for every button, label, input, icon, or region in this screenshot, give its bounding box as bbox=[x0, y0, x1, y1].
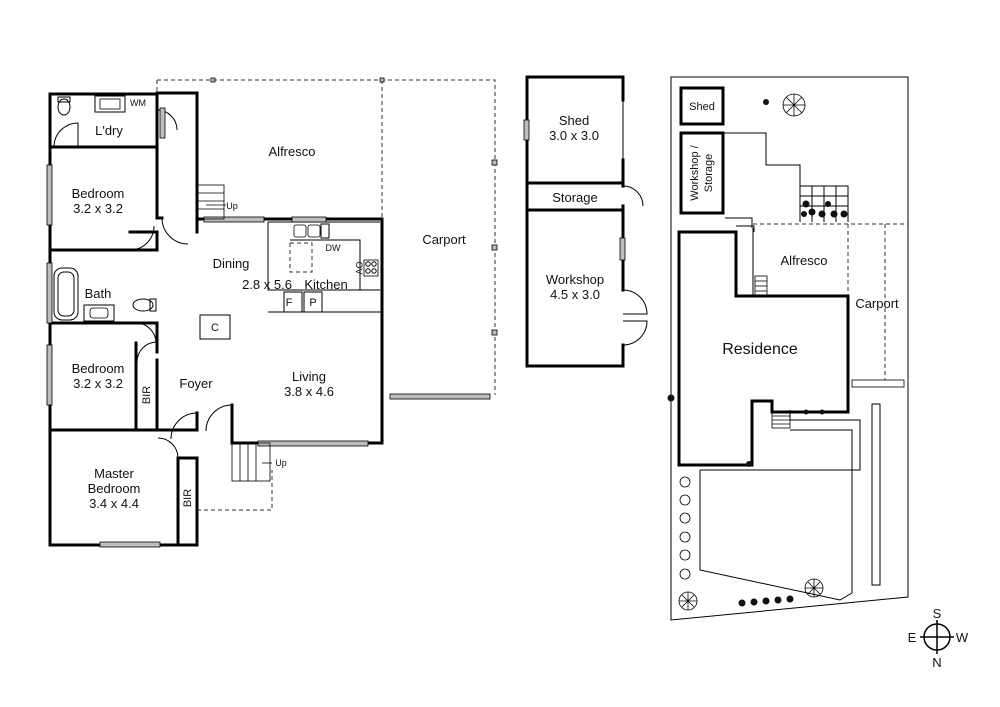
washing-machine-label: WM bbox=[130, 98, 146, 108]
compass-west: W bbox=[956, 630, 969, 645]
foyer-label: Foyer bbox=[179, 376, 213, 391]
living-size: 3.8 x 4.6 bbox=[284, 384, 334, 399]
master-bedroom-size: 3.4 x 4.4 bbox=[89, 496, 139, 511]
carport-label: Carport bbox=[422, 232, 466, 247]
site-plan bbox=[667, 76, 909, 621]
pantry-label: P bbox=[309, 297, 316, 309]
compass-south: S bbox=[933, 606, 942, 621]
alfresco-label: Alfresco bbox=[269, 144, 316, 159]
master-bedroom-name: Master bbox=[94, 466, 134, 481]
bedroom-2-size: 3.2 x 3.2 bbox=[73, 376, 123, 391]
main-house-plan bbox=[46, 77, 498, 548]
master-bedroom-name-2: Bedroom bbox=[88, 481, 141, 496]
bedroom-1-name: Bedroom bbox=[72, 186, 125, 201]
compass-east: E bbox=[908, 630, 917, 645]
site-workshop-label-1: Workshop / bbox=[689, 144, 701, 200]
dining-size: 2.8 x 5.6 bbox=[242, 277, 292, 292]
workshop-size: 4.5 x 3.0 bbox=[550, 287, 600, 302]
bedroom-1-size: 3.2 x 3.2 bbox=[73, 201, 123, 216]
shed-name: Shed bbox=[559, 113, 589, 128]
fridge-label: F bbox=[286, 297, 293, 309]
up-label-1: Up bbox=[226, 201, 238, 211]
site-carport-label: Carport bbox=[855, 296, 899, 311]
bir-1-label: BIR bbox=[141, 386, 153, 404]
outbuilding-plan bbox=[523, 75, 648, 368]
up-label-2: Up bbox=[275, 458, 287, 468]
shed-size: 3.0 x 3.0 bbox=[549, 128, 599, 143]
storage-label: Storage bbox=[552, 190, 598, 205]
cupboard-label: C bbox=[211, 322, 219, 334]
site-shed-label: Shed bbox=[689, 101, 715, 113]
workshop-name: Workshop bbox=[546, 272, 604, 287]
site-workshop-label-2: Storage bbox=[703, 154, 715, 193]
living-name: Living bbox=[292, 369, 326, 384]
residence-label: Residence bbox=[722, 341, 798, 358]
bath-label: Bath bbox=[85, 286, 112, 301]
oven-label: OV bbox=[354, 261, 364, 274]
bir-2-label: BIR bbox=[182, 489, 194, 507]
site-alfresco-label: Alfresco bbox=[781, 253, 828, 268]
laundry-label: L'dry bbox=[95, 123, 123, 138]
alfresco-outline bbox=[156, 79, 496, 395]
kitchen-label: Kitchen bbox=[304, 277, 347, 292]
dishwasher-label: DW bbox=[326, 243, 341, 253]
compass-north: N bbox=[932, 655, 941, 670]
dining-name: Dining bbox=[213, 256, 250, 271]
bedroom-2-name: Bedroom bbox=[72, 361, 125, 376]
compass-icon bbox=[920, 620, 954, 654]
